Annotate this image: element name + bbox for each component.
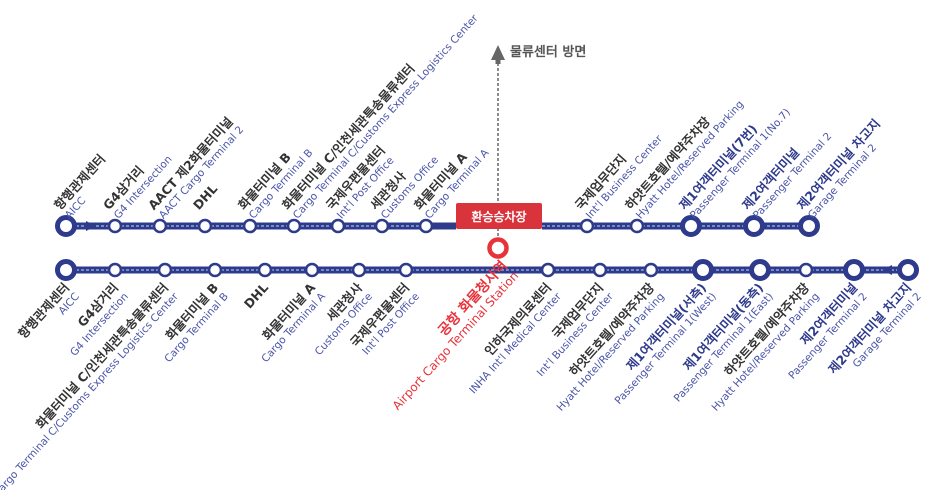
top-station-9-marker[interactable]	[579, 218, 595, 234]
arrow-left-icon	[882, 265, 892, 275]
top-station-6-marker[interactable]	[330, 218, 346, 234]
arrow-up-icon	[491, 45, 505, 60]
bottom-station-5-marker[interactable]	[304, 262, 320, 278]
bottom-station-3-marker[interactable]	[207, 262, 223, 278]
top-station-3-marker[interactable]	[197, 218, 213, 234]
top-station-0-marker[interactable]	[55, 215, 77, 237]
top-station-7-marker[interactable]	[374, 218, 390, 234]
transfer-label: 환승승차장	[471, 209, 526, 224]
bottom-station-7-marker[interactable]	[398, 262, 414, 278]
bottom-station-9-marker[interactable]	[592, 262, 608, 278]
bottom-station-8-marker[interactable]	[540, 262, 556, 278]
bottom-station-4-name-ko: DHL	[241, 280, 271, 311]
top-station-10-marker[interactable]	[629, 218, 645, 234]
top-station-13-marker[interactable]	[798, 215, 820, 237]
logistics-direction-label: 물류센터 방면	[510, 44, 586, 60]
transfer-stop-badge[interactable]: 환승승차장	[456, 203, 542, 229]
top-station-12-marker[interactable]	[743, 215, 765, 237]
hub-station-marker[interactable]	[487, 237, 509, 259]
bottom-station-15-marker[interactable]	[897, 259, 919, 281]
bottom-station-13-marker[interactable]	[798, 262, 814, 278]
top-station-11-marker[interactable]	[680, 215, 702, 237]
bottom-station-11-marker[interactable]	[692, 259, 714, 281]
top-station-8-marker[interactable]	[418, 218, 434, 234]
bottom-station-4-marker[interactable]	[257, 262, 273, 278]
bottom-station-14-marker[interactable]	[843, 259, 865, 281]
bottom-station-6-marker[interactable]	[351, 262, 367, 278]
bottom-station-10-marker[interactable]	[643, 262, 659, 278]
top-station-5-marker[interactable]	[286, 218, 302, 234]
arrow-up-shaft	[495, 58, 501, 64]
top-station-2-marker[interactable]	[152, 218, 168, 234]
bottom-station-4-label: DHL	[241, 280, 271, 311]
bottom-station-12-marker[interactable]	[749, 259, 771, 281]
top-station-1-marker[interactable]	[107, 218, 123, 234]
top-station-4-marker[interactable]	[242, 218, 258, 234]
bottom-station-0-marker[interactable]	[55, 259, 77, 281]
arrow-right-icon	[86, 221, 96, 231]
bottom-station-1-marker[interactable]	[107, 262, 123, 278]
transfer-badge-box	[456, 203, 542, 229]
bottom-station-2-marker[interactable]	[157, 262, 173, 278]
